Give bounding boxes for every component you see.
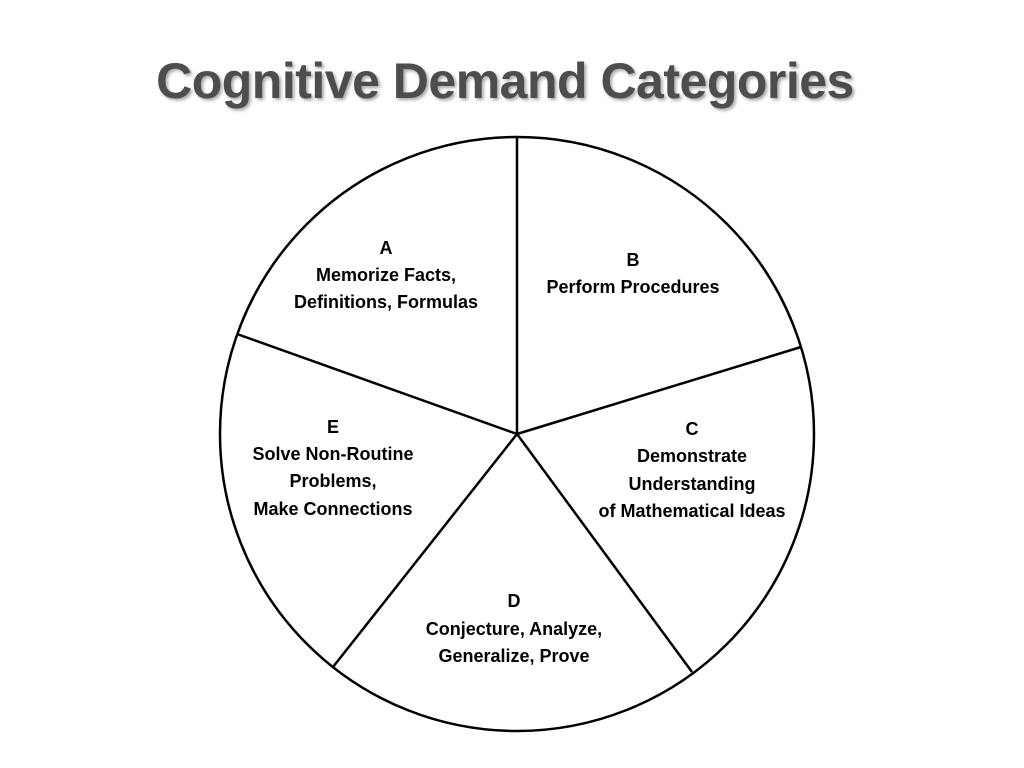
segment-d-letter: D <box>508 591 521 611</box>
segment-a-line-2: Definitions, Formulas <box>294 292 478 312</box>
divider-line-de <box>332 433 518 668</box>
divider-line-bc <box>516 345 802 436</box>
segment-e-label: E Solve Non-Routine Problems, Make Conne… <box>253 417 414 519</box>
segment-c-line-3: of Mathematical Ideas <box>598 501 785 521</box>
divider-line-ea <box>236 332 518 436</box>
segment-b-letter: B <box>627 250 640 270</box>
segment-e-line-1: Solve Non-Routine <box>253 444 414 464</box>
segment-e-line-2: Problems, <box>289 471 376 491</box>
divider-line-cd <box>515 433 694 673</box>
segment-b-label: B Perform Procedures <box>546 250 719 297</box>
segment-e-line-3: Make Connections <box>253 499 412 519</box>
segment-a-line-1: Memorize Facts, <box>316 265 456 285</box>
segment-b-line-1: Perform Procedures <box>546 277 719 297</box>
segment-a-letter: A <box>380 238 393 258</box>
segment-c-letter: C <box>686 419 699 439</box>
segment-c-line-1: Demonstrate <box>637 446 747 466</box>
page-title: Cognitive Demand Categories <box>156 53 854 109</box>
segment-c-line-2: Understanding <box>628 474 755 494</box>
segment-a-label: A Memorize Facts, Definitions, Formulas <box>294 238 478 312</box>
segment-e-letter: E <box>327 417 339 437</box>
segment-c-label: C Demonstrate Understanding of Mathemati… <box>598 419 785 521</box>
segment-d-line-1: Conjecture, Analyze, <box>426 619 602 639</box>
segment-d-line-2: Generalize, Prove <box>438 646 589 666</box>
segment-d-label: D Conjecture, Analyze, Generalize, Prove <box>426 591 602 666</box>
divider-lines <box>236 137 802 673</box>
